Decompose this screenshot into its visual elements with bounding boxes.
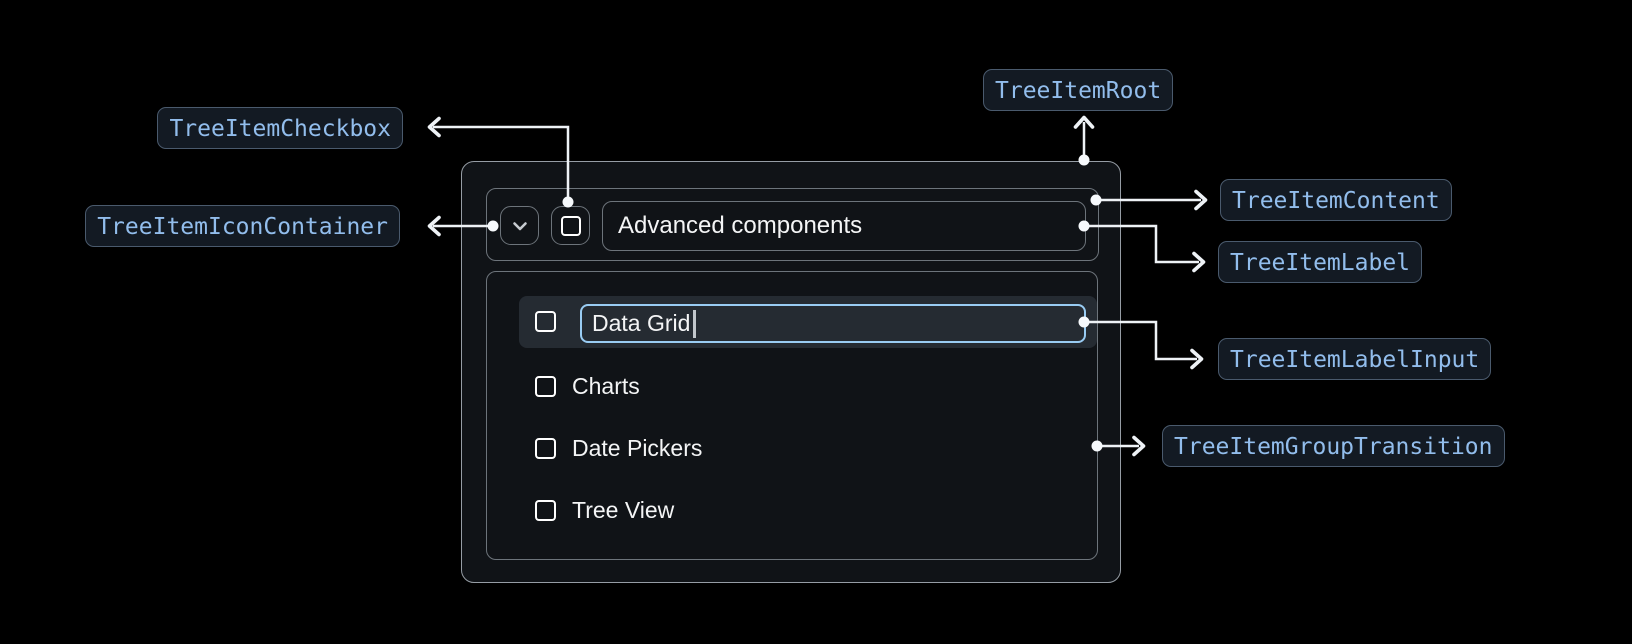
tree-item-label-text: Tree View: [572, 496, 675, 523]
tree-item-label[interactable]: Advanced components: [602, 201, 1086, 251]
text-cursor: [693, 309, 696, 338]
tree-item-checkbox[interactable]: [551, 206, 590, 245]
tree-item-row[interactable]: Tree View: [535, 488, 1055, 532]
chip-tree-item-checkbox: TreeItemCheckbox: [157, 107, 403, 149]
tree-item-label-input[interactable]: Data Grid: [580, 304, 1086, 343]
checkbox-unchecked-icon[interactable]: [535, 375, 556, 397]
tree-item-root: Advanced components Data Grid Charts Dat…: [461, 161, 1121, 583]
tree-item-label-text: Charts: [572, 372, 640, 399]
chip-tree-item-label-input: TreeItemLabelInput: [1218, 338, 1492, 380]
chip-tree-item-content: TreeItemContent: [1220, 179, 1452, 221]
checkbox-unchecked-icon[interactable]: [535, 311, 556, 332]
chevron-down-icon: [509, 215, 531, 237]
tree-item-row[interactable]: Date Pickers: [535, 426, 1055, 470]
tree-item-row-editing[interactable]: Data Grid: [519, 296, 1097, 348]
chip-tree-item-label: TreeItemLabel: [1218, 241, 1423, 283]
tree-item-label-text: Advanced components: [618, 212, 863, 239]
label-input-value: Data Grid: [592, 310, 691, 336]
checkbox-unchecked-icon: [560, 215, 581, 236]
connector-root: [1073, 115, 1095, 166]
tree-item-label-text: Date Pickers: [572, 434, 703, 461]
chip-tree-item-root: TreeItemRoot: [983, 69, 1174, 111]
checkbox-unchecked-icon[interactable]: [535, 499, 556, 521]
tree-item-content[interactable]: Advanced components: [486, 188, 1099, 261]
checkbox-unchecked-icon[interactable]: [535, 437, 556, 459]
tree-item-group-transition: Data Grid Charts Date Pickers Tree View: [486, 271, 1098, 560]
chip-tree-item-group-transition: TreeItemGroupTransition: [1162, 425, 1505, 467]
tree-item-icon-container[interactable]: [500, 206, 539, 245]
tree-item-row[interactable]: Charts: [535, 364, 1055, 408]
chip-tree-item-icon-container: TreeItemIconContainer: [85, 205, 400, 247]
